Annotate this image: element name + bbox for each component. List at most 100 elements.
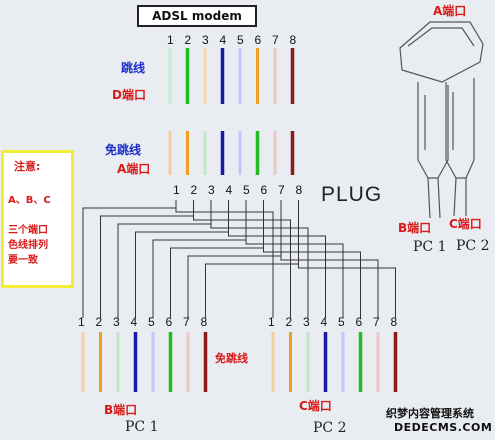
pin-number-3-8: 8 [391,315,398,329]
wire-pc1-3 [117,200,212,318]
pc2-bottom-label: PC 2 [313,420,347,436]
plug-part-0 [399,21,484,83]
pin-number-2-8: 8 [201,315,208,329]
wire-pc1-6 [170,200,264,318]
pc2-strip-8 [393,332,398,392]
pin-number-1-1: 1 [173,183,180,197]
wire-pc2-2 [193,216,291,318]
pin-number-3-7: 7 [373,315,380,329]
pin-number-1-7: 7 [278,183,285,197]
pc1-strip-6 [168,332,173,392]
pin-number-3-1: 1 [268,315,275,329]
top-straight-strip-6 [255,131,260,175]
wire-pc2-6 [263,248,361,318]
crossover-strip-4 [220,48,225,104]
top-straight-strip-7 [273,131,277,175]
pin-number-3-4: 4 [321,315,328,329]
pc2-right-label: PC 2 [456,238,490,254]
port-a-top-label: A端口 [433,4,467,18]
wire-pc1-5 [152,200,247,318]
pc1-strip-7 [186,332,190,392]
crossover-strip-5 [238,48,242,104]
pin-number-1-4: 4 [226,183,233,197]
pin-number-2-5: 5 [148,315,155,329]
wire-pc2-1 [175,208,274,318]
pc1-strip-4 [133,332,138,392]
pc2-strip-7 [376,332,380,392]
port-b-right-label: B端口 [398,221,432,235]
port-b-bottom-label: B端口 [104,403,138,417]
note-title: 注意: [14,160,41,173]
pin-number-0-7: 7 [272,33,279,47]
plug-label: PLUG [321,183,383,206]
pin-number-0-3: 3 [202,33,209,47]
pin-number-1-6: 6 [261,183,268,197]
top-straight-strip-8 [290,131,295,175]
pin-number-2-7: 7 [183,315,190,329]
top-straight-strip-1 [168,131,172,175]
pc1-right-label: PC 1 [413,239,447,255]
crossover-strip-8 [290,48,295,104]
pin-number-0-6: 6 [255,33,262,47]
port-a-left-label: A端口 [117,162,151,176]
straight-bottom-label: 免跳线 [215,352,248,365]
note-line-2: 三个端口 [8,225,48,236]
pc2-strip-5 [341,332,345,392]
crossover-strip-2 [185,48,190,104]
crossover-strip-1 [168,48,172,104]
note-line-1: A、B、C [8,195,51,206]
plug-part-6 [453,177,457,217]
pin-number-1-5: 5 [243,183,250,197]
top-straight-strip-5 [238,131,242,175]
crossover-strip-6 [256,48,259,104]
pin-number-1-3: 3 [208,183,215,197]
connection-wires [82,200,396,318]
pin-number-0-4: 4 [220,33,227,47]
crossover-label: 跳线 [121,61,146,75]
wire-pc2-8 [298,264,396,318]
pin-number-2-6: 6 [166,315,173,329]
wire-pc1-1 [82,200,177,318]
plug-part-4 [427,177,431,219]
pc1-strip-2 [99,332,102,392]
note-box: 注意: A、B、C 三个端口 色线排列 要一致 [1,150,74,288]
port-d-label: D端口 [112,88,146,102]
pc2-strip-3 [306,332,310,392]
top-straight-strip-3 [203,131,207,175]
crossover-strip-7 [273,48,277,104]
rj45-plug-illustration [399,21,484,219]
pin-number-1-2: 2 [191,183,198,197]
pin-number-0-8: 8 [290,33,297,47]
wire-pc1-7 [187,200,282,318]
pin-number-3-3: 3 [303,315,310,329]
pc2-strip-6 [358,332,363,392]
wire-pc1-4 [135,200,229,318]
pc1-strip-5 [151,332,155,392]
wire-pc2-5 [245,240,344,318]
pc2-strip-2 [289,332,292,392]
plug-part-3 [445,78,475,179]
pin-number-2-2: 2 [96,315,103,329]
top-straight-strip-2 [186,131,189,175]
pin-number-2-1: 1 [78,315,85,329]
pc2-strip-1 [271,332,275,392]
pin-number-0-2: 2 [185,33,192,47]
wire-pc2-3 [210,224,309,318]
pin-number-3-5: 5 [338,315,345,329]
wire-pc1-8 [205,200,299,318]
pc1-strip-1 [81,332,85,392]
pin-number-3-2: 2 [286,315,293,329]
port-c-bottom-label: C端口 [299,399,332,413]
pin-number-0-5: 5 [237,33,244,47]
crossover-strip-3 [203,48,207,104]
top-straight-strip-4 [220,131,225,175]
plug-part-5 [437,177,441,219]
watermark-line-2: DEDECMS.COM [394,421,493,434]
pc1-strip-8 [203,332,208,392]
note-line-4: 要一致 [8,255,38,266]
wire-pc2-7 [280,256,379,318]
plug-part-2 [417,82,449,179]
color-strips [81,48,398,392]
